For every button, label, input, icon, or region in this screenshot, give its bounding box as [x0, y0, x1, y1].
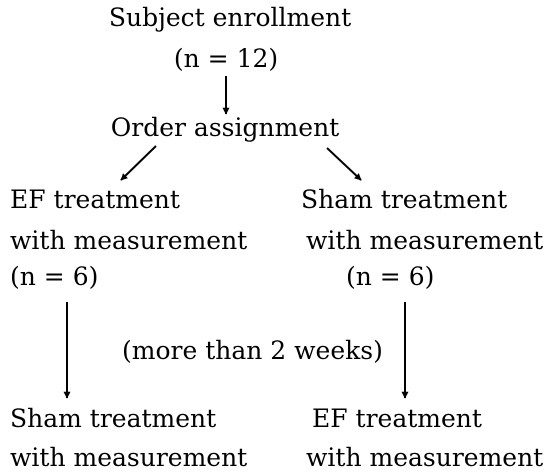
enrollment-title: Subject enrollment [108, 3, 352, 32]
right-branch-line2: with measurement [306, 226, 544, 255]
arrow-assignment-to-left [120, 145, 157, 181]
right-crossover-line2: with measurement [306, 443, 544, 472]
left-crossover-line1: Sham treatment [10, 404, 217, 433]
washout-label: (more than 2 weeks) [122, 336, 383, 365]
order-assignment: Order assignment [110, 113, 340, 142]
left-branch-line2: with measurement [10, 226, 248, 255]
left-branch-count: (n = 6) [10, 262, 99, 291]
right-crossover-line1: EF treatment [312, 404, 482, 433]
left-branch-line1: EF treatment [10, 185, 180, 214]
enrollment-count: (n = 12) [173, 44, 279, 73]
right-branch-line1: Sham treatment [301, 185, 508, 214]
left-crossover-line2: with measurement [10, 443, 248, 472]
arrow-assignment-to-right [326, 147, 362, 181]
right-branch-count: (n = 6) [346, 262, 435, 291]
